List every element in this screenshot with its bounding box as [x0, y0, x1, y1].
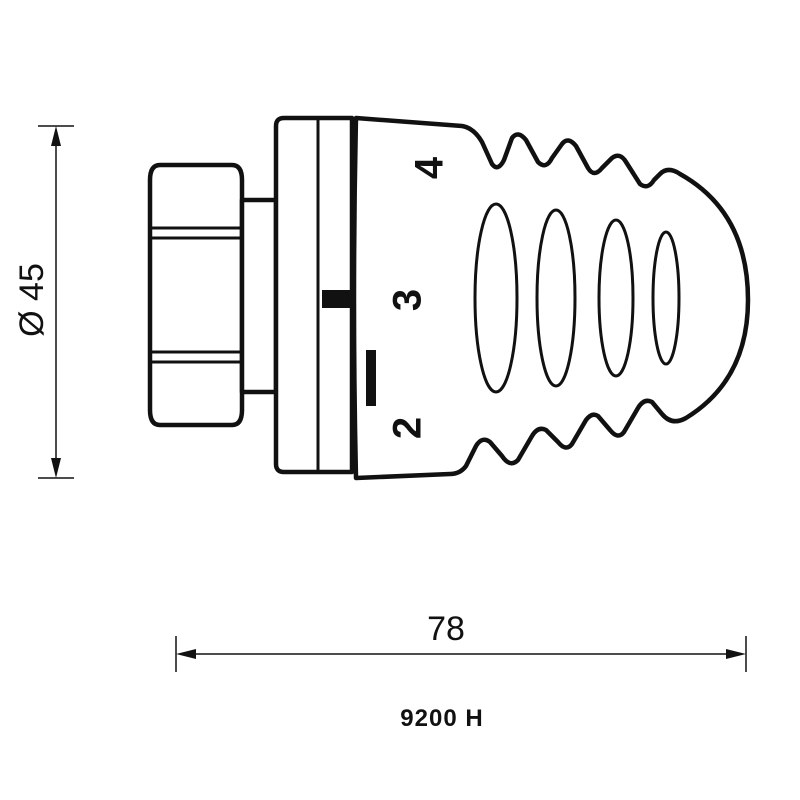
grip-slot: [651, 230, 681, 366]
scale-mark-2: 2: [386, 417, 430, 439]
grip-slot: [473, 202, 519, 394]
hex-nut: [147, 162, 245, 428]
scale-mark-3: 3: [386, 289, 430, 311]
diameter-dimension: Ø 45: [13, 125, 74, 479]
grip-slot: [597, 218, 635, 378]
diameter-label: Ø 45: [13, 263, 51, 337]
neck: [239, 197, 279, 395]
model-label: 9200 H: [400, 705, 483, 732]
length-dimension: 78: [175, 610, 747, 672]
length-label: 78: [427, 610, 465, 648]
dial-head: 4 3 2: [351, 115, 751, 481]
scale-mark-4: 4: [408, 156, 452, 179]
alignment-mark: [322, 290, 352, 308]
grip-slot: [535, 208, 577, 388]
scale-bar-mark: [366, 350, 376, 406]
flange-collar: [273, 115, 355, 475]
